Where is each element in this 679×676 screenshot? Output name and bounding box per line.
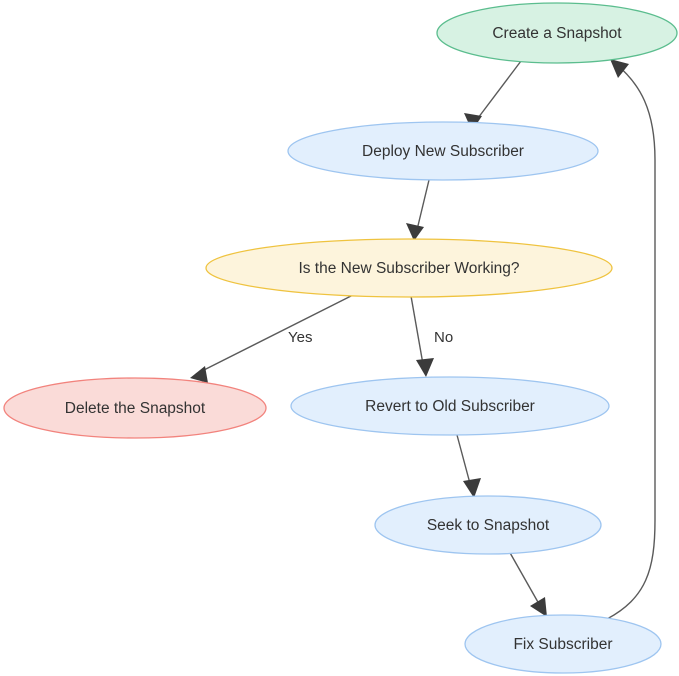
node-create-snapshot-shape[interactable] — [436, 2, 678, 64]
edges-layer — [190, 59, 656, 620]
edge-decision-yes-delete-line — [195, 294, 354, 375]
edge-create-to-deploy — [464, 60, 522, 131]
edge-decision-no-revert-arrowhead-icon — [416, 358, 434, 377]
node-delete-the-snapshot-shape[interactable] — [3, 377, 267, 439]
edge-decision-no-revert — [410, 295, 434, 377]
edge-fix-to-create-arrowhead-icon — [610, 59, 629, 78]
node-seek-to-snapshot-shape[interactable] — [374, 495, 602, 555]
edge-decision-yes-delete-arrowhead-icon — [190, 366, 208, 383]
node-fix-subscriber-label: Fix Subscriber — [513, 636, 612, 653]
node-fix-subscriber-shape[interactable] — [464, 614, 662, 674]
edge-fix-to-create — [606, 59, 656, 620]
node-revert-to-old-subscriber[interactable]: Revert to Old Subscriber — [290, 376, 610, 436]
node-create-snapshot[interactable]: Create a Snapshot — [436, 2, 678, 64]
node-revert-to-old-subscriber-label: Revert to Old Subscriber — [365, 398, 535, 415]
edge-deploy-to-decision-line — [415, 179, 430, 235]
edge-seek-to-fix-arrowhead-icon — [530, 597, 547, 617]
node-is-new-subscriber-working-shape[interactable] — [205, 238, 613, 298]
edge-decision-yes-delete-label: Yes — [288, 329, 312, 346]
edge-decision-no-revert-label: No — [434, 329, 453, 346]
edge-decision-no-revert-line — [410, 295, 425, 371]
node-seek-to-snapshot[interactable]: Seek to Snapshot — [374, 495, 602, 555]
node-delete-the-snapshot-label: Delete the Snapshot — [65, 400, 206, 417]
edge-labels-layer: Yes No — [288, 329, 453, 346]
node-deploy-new-subscriber[interactable]: Deploy New Subscriber — [287, 121, 599, 181]
edge-create-to-deploy-line — [471, 60, 522, 127]
edge-seek-to-fix — [508, 550, 547, 617]
node-is-new-subscriber-working[interactable]: Is the New Subscriber Working? — [205, 238, 613, 298]
edge-fix-to-create-line — [606, 63, 656, 620]
edge-revert-to-seek-arrowhead-icon — [463, 478, 481, 498]
node-fix-subscriber[interactable]: Fix Subscriber — [464, 614, 662, 674]
edge-revert-to-seek — [456, 434, 481, 498]
edge-seek-to-fix-line — [508, 550, 544, 612]
node-delete-the-snapshot[interactable]: Delete the Snapshot — [3, 377, 267, 439]
edge-deploy-to-decision-arrowhead-icon — [406, 223, 424, 241]
node-deploy-new-subscriber-label: Deploy New Subscriber — [362, 143, 524, 160]
node-seek-to-snapshot-label: Seek to Snapshot — [427, 517, 550, 534]
node-revert-to-old-subscriber-shape[interactable] — [290, 376, 610, 436]
node-is-new-subscriber-working-label: Is the New Subscriber Working? — [298, 260, 519, 277]
edge-decision-yes-delete — [190, 294, 354, 383]
node-create-snapshot-label: Create a Snapshot — [492, 25, 622, 42]
edge-deploy-to-decision — [406, 179, 430, 241]
node-deploy-new-subscriber-shape[interactable] — [287, 121, 599, 181]
